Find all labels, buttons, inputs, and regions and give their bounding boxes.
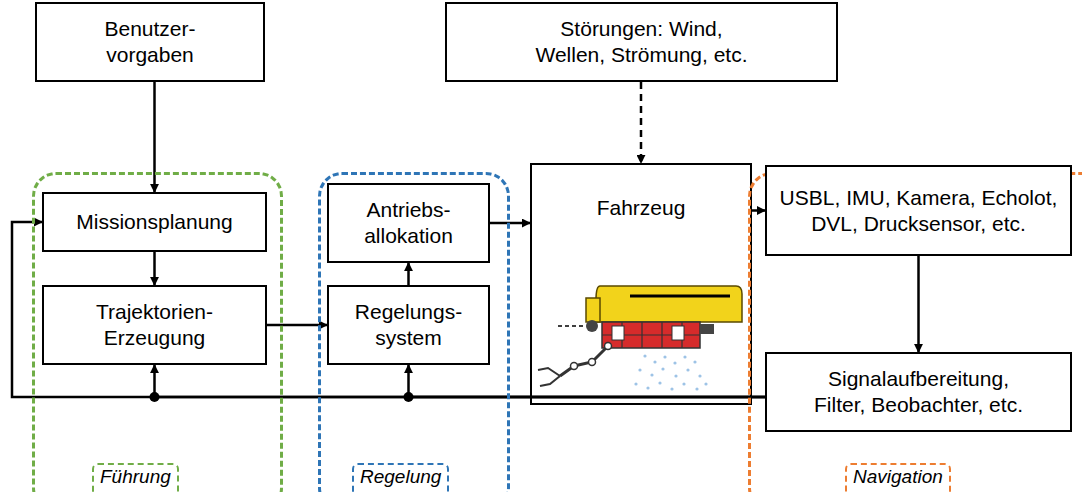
box-label: Benutzer- vorgaben (85, 16, 215, 67)
signal-arrow (153, 82, 156, 192)
rov-drawing (538, 286, 742, 391)
spray (634, 354, 707, 390)
disturbance-arrow (640, 82, 643, 163)
signal-arrow (153, 252, 156, 285)
signal-arrow (409, 365, 766, 397)
signal-arrow (407, 263, 410, 285)
process-box: Missionsplanung (42, 192, 267, 252)
process-box: Trajektorien- Erzeugung (42, 285, 267, 365)
box-label: Signalaufbereitung, Filter, Beobachter, … (777, 366, 1060, 417)
junction-dot (404, 392, 414, 402)
group-region: Antriebs- allokationRegelungs- systemReg… (318, 172, 510, 492)
process-box: Regelungs- system (327, 285, 490, 365)
box-label: Regelungs- system (345, 299, 473, 350)
junction-dot (150, 392, 160, 402)
group-label: Führung (92, 463, 179, 492)
group-label: Navigation (845, 463, 951, 492)
box-label: Trajektorien- Erzeugung (80, 299, 230, 350)
process-box: Störungen: Wind, Wellen, Strömung, etc. (445, 2, 838, 82)
box-label: USBL, IMU, Kamera, Echolot, DVL, Druckse… (777, 185, 1060, 236)
process-box: Benutzer- vorgaben (35, 2, 265, 82)
box-label: Störungen: Wind, Wellen, Strömung, etc. (477, 16, 807, 67)
process-box: Signalaufbereitung, Filter, Beobachter, … (765, 352, 1072, 432)
group-label: Regelung (352, 463, 449, 492)
box-label: Missionsplanung (76, 209, 232, 235)
group-region: MissionsplanungTrajektorien- ErzeugungFü… (32, 172, 283, 492)
signal-arrow (917, 256, 920, 352)
signal-arrow (752, 209, 765, 212)
signal-arrow (490, 222, 530, 225)
signal-arrow (155, 365, 766, 397)
process-box: Antriebs- allokation (327, 183, 490, 263)
process-box: USBL, IMU, Kamera, Echolot, DVL, Druckse… (765, 165, 1072, 256)
box-label: Antriebs- allokation (345, 197, 473, 248)
box-label: Fahrzeug (597, 195, 686, 221)
process-box: Fahrzeug (530, 163, 752, 405)
group-region: USBL, IMU, Kamera, Echolot, DVL, Druckse… (748, 172, 1082, 492)
